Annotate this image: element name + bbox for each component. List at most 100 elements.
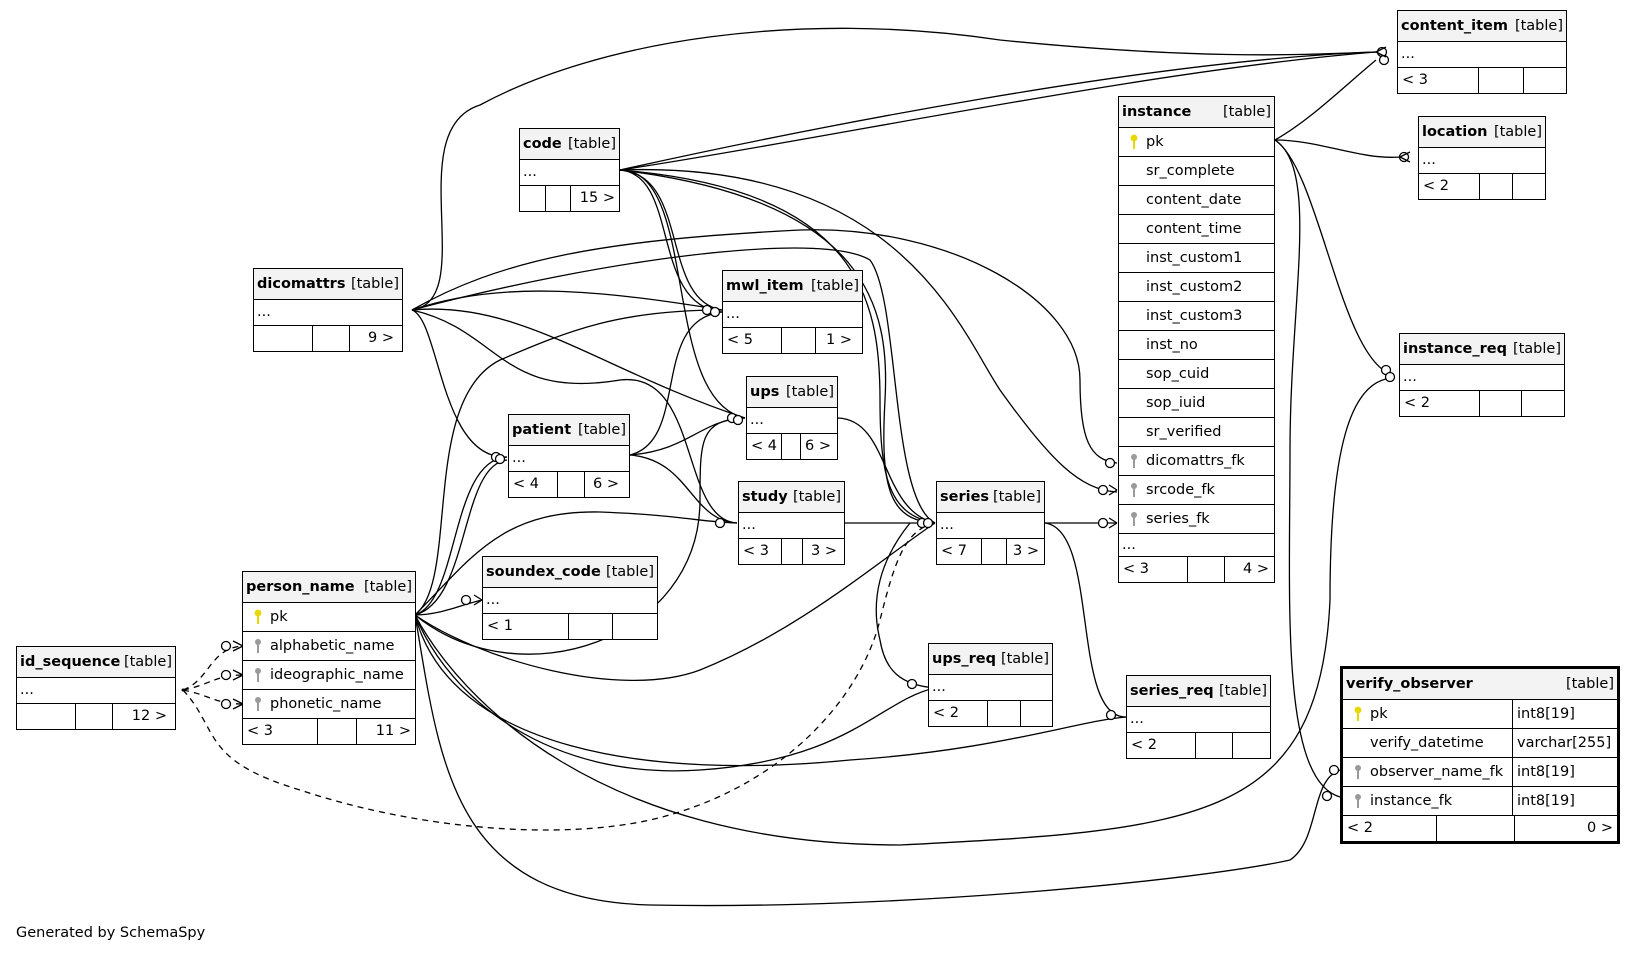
table-instance[interactable]: instance[table] pk sr_complete content_d…	[1118, 96, 1275, 583]
children-count[interactable]	[612, 614, 657, 639]
optional-marker	[732, 414, 744, 426]
parents-count[interactable]: < 1	[487, 618, 513, 634]
table-name: study	[742, 489, 788, 505]
parents-count[interactable]: < 4	[513, 476, 539, 492]
children-count[interactable]: 6 >	[584, 472, 623, 497]
parents-count[interactable]	[17, 704, 75, 729]
children-count[interactable]	[1521, 391, 1564, 416]
optional-marker	[494, 453, 506, 465]
parents-count[interactable]: < 2	[1131, 737, 1157, 753]
children-count[interactable]: 0 >	[1513, 816, 1617, 841]
parents-count[interactable]	[520, 186, 545, 211]
parents-count[interactable]: < 3	[247, 723, 273, 739]
column-inst-custom3: inst_custom3	[1146, 308, 1243, 324]
optional-marker	[922, 517, 934, 529]
children-count[interactable]: 15 >	[569, 186, 619, 211]
parents-count[interactable]: < 7	[941, 543, 967, 559]
children-count[interactable]	[1019, 701, 1052, 726]
children-count[interactable]: 3 >	[1006, 539, 1043, 564]
optional-marker	[714, 517, 726, 529]
column-ellipsis: ...	[1122, 537, 1136, 553]
children-count[interactable]: 9 >	[349, 326, 398, 351]
table-name: patient	[512, 422, 572, 438]
rel-instance-verify	[1274, 139, 1341, 798]
column-ellipsis: ...	[932, 679, 946, 695]
table-kind: [table]	[605, 564, 654, 580]
optional-marker	[220, 640, 232, 652]
children-count[interactable]	[1232, 733, 1269, 758]
table-name: content_item	[1401, 18, 1508, 34]
table-dicomattrs[interactable]: dicomattrs[table] ... 9 >	[253, 268, 403, 352]
table-instance-req[interactable]: instance_req[table] ... < 2	[1399, 333, 1565, 417]
table-location[interactable]: location[table] ... < 2	[1418, 116, 1546, 200]
children-count[interactable]: 6 >	[800, 434, 835, 459]
parents-count[interactable]: < 3	[1402, 72, 1428, 88]
column-ellipsis: ...	[486, 592, 500, 608]
optional-marker	[220, 698, 232, 710]
column-ellipsis: ...	[742, 517, 756, 533]
generated-by-footer: Generated by SchemaSpy	[16, 925, 206, 941]
rel-ups-series	[837, 417, 936, 524]
rel-person-soundex	[414, 599, 483, 616]
table-person-name[interactable]: person_name[table] pk alphabetic_name id…	[242, 571, 416, 745]
column-type: int8[19]	[1512, 700, 1617, 728]
rel-person-patient-2	[414, 459, 508, 616]
rel-person-series	[414, 522, 936, 681]
column-srcode-fk: srcode_fk	[1146, 482, 1215, 498]
crow-foot	[1108, 484, 1118, 496]
table-kind: [table]	[350, 276, 399, 292]
rel-person-series-req	[414, 614, 1128, 767]
children-count[interactable]: 3 >	[802, 539, 841, 564]
parents-count[interactable]: < 2	[1347, 820, 1373, 836]
parents-count[interactable]	[254, 326, 312, 351]
foreign-key-icon	[1346, 764, 1370, 780]
parents-count[interactable]: < 2	[1404, 395, 1430, 411]
parents-count[interactable]: < 3	[1123, 561, 1149, 577]
foreign-key-icon	[246, 638, 270, 654]
parents-count[interactable]: < 4	[751, 438, 777, 454]
table-code[interactable]: code[table] ... 15 >	[519, 128, 620, 212]
column-ellipsis: ...	[1403, 369, 1417, 385]
table-kind: [table]	[992, 489, 1041, 505]
rel-code-content-item-2	[619, 51, 1377, 171]
table-content-item[interactable]: content_item[table] ... < 3	[1397, 10, 1567, 94]
table-kind: [table]	[792, 489, 841, 505]
table-kind: [table]	[1218, 683, 1267, 699]
children-count[interactable]: 1 >	[815, 328, 856, 353]
table-soundex-code[interactable]: soundex_code[table] ... < 1	[482, 556, 658, 640]
table-name: dicomattrs	[257, 276, 346, 292]
rel-code-ups	[619, 169, 746, 419]
parents-count[interactable]: < 5	[727, 332, 753, 348]
column-sr-complete: sr_complete	[1146, 163, 1235, 179]
crow-foot	[473, 594, 483, 606]
children-count[interactable]	[1523, 68, 1566, 93]
rel-dicomattrs-ups	[411, 308, 746, 419]
table-name: verify_observer	[1346, 676, 1473, 692]
table-id-sequence[interactable]: id_sequence[table] ... 12 >	[16, 646, 176, 730]
table-study[interactable]: study[table] ... < 3 3 >	[738, 481, 845, 565]
children-count[interactable]: 11 >	[356, 719, 415, 744]
foreign-key-icon	[246, 696, 270, 712]
table-kind: [table]	[1000, 651, 1049, 667]
column-type: varchar[255]	[1512, 729, 1617, 757]
parents-count[interactable]: < 2	[933, 705, 959, 721]
column-content-date: content_date	[1146, 192, 1242, 208]
children-count[interactable]	[1512, 174, 1545, 199]
column-instance-fk: instance_fk	[1370, 793, 1453, 809]
children-count[interactable]: 12 >	[112, 704, 171, 729]
optional-marker	[1105, 709, 1117, 721]
rel-code-mwl-2	[619, 169, 723, 313]
rel-series-series-req	[1044, 522, 1128, 718]
parents-count[interactable]: < 3	[743, 543, 769, 559]
parents-count[interactable]: < 2	[1423, 178, 1449, 194]
table-series-req[interactable]: series_req[table] ... < 2	[1126, 675, 1271, 759]
table-ups-req[interactable]: ups_req[table] ... < 2	[928, 643, 1053, 727]
column-ellipsis: ...	[940, 517, 954, 533]
children-count[interactable]: 4 >	[1224, 557, 1273, 582]
column-ellipsis: ...	[512, 450, 526, 466]
